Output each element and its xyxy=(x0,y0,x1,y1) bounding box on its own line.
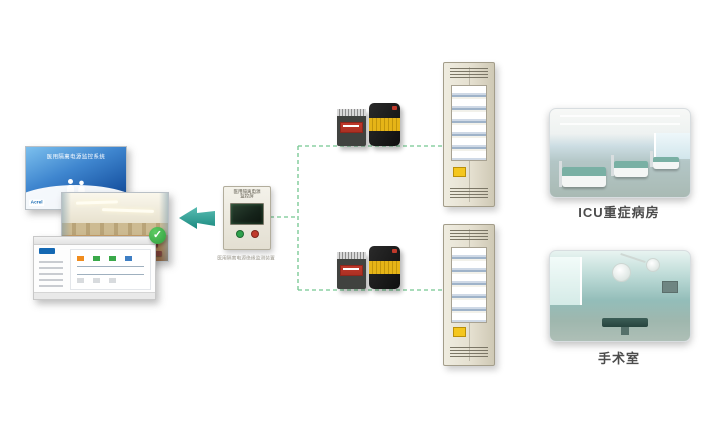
controller-panel: 医用隔离电源监控屏 xyxy=(223,186,271,250)
person-torso xyxy=(67,185,74,194)
controller-display xyxy=(230,203,264,225)
text-line xyxy=(39,279,63,281)
component-square xyxy=(93,256,100,261)
component-square xyxy=(109,278,116,283)
cabinet-component-window xyxy=(451,247,487,323)
component-square xyxy=(77,256,84,261)
cabinet-vent xyxy=(450,188,488,200)
component-square xyxy=(125,256,132,261)
component-square xyxy=(109,256,116,261)
component-square xyxy=(77,278,84,283)
power-cabinet xyxy=(443,224,495,366)
window-graphic xyxy=(550,257,582,305)
equipment-graphic xyxy=(662,281,678,293)
controller-buttons xyxy=(224,230,270,238)
text-line xyxy=(39,267,63,269)
controller-title: 医用隔离电源监控屏 xyxy=(233,190,261,199)
ceiling-lights-graphic xyxy=(560,115,680,131)
splash-title: 医用隔离电源监控系统 xyxy=(46,154,106,161)
light-fixture xyxy=(101,208,155,213)
controller-caption: 医用隔离电源绝缘监测装置 xyxy=(217,256,275,262)
isolation-transformer-device xyxy=(369,103,400,146)
power-cabinet xyxy=(443,62,495,207)
hospital-bed-graphic xyxy=(611,155,648,177)
text-line xyxy=(39,273,63,275)
light-fixture xyxy=(75,200,119,205)
hospital-bed-graphic xyxy=(559,161,606,187)
wire-line xyxy=(77,266,144,267)
icu-room-label: ICU重症病房 xyxy=(578,205,660,220)
person-head xyxy=(79,180,84,186)
person-figure xyxy=(67,179,74,194)
warning-icon xyxy=(453,167,466,177)
operating-table-graphic xyxy=(602,318,648,335)
component-square xyxy=(93,278,100,283)
person-torso xyxy=(78,186,85,195)
person-head xyxy=(68,179,73,184)
ceiling-graphic xyxy=(62,193,168,223)
warning-icon xyxy=(453,327,466,337)
arrow-left-icon xyxy=(179,207,215,229)
brand-logo: Acrel xyxy=(29,199,45,206)
window-statusbar xyxy=(34,292,155,299)
window-titlebar xyxy=(34,237,155,245)
cabinet-vent xyxy=(450,68,488,80)
monitor-software-screen xyxy=(33,236,156,300)
surgical-light-graphic xyxy=(612,263,631,282)
lamp-arm-graphic xyxy=(620,253,646,263)
green-button xyxy=(235,230,244,238)
schematic-panel xyxy=(70,249,151,290)
person-figure xyxy=(78,180,85,195)
text-line xyxy=(39,285,63,287)
isolation-transformer-device xyxy=(369,246,400,289)
operating-room-photo xyxy=(549,250,691,342)
cabinet-vent xyxy=(450,347,488,359)
window-graphic xyxy=(654,133,690,159)
transfer-switch-device xyxy=(337,252,366,289)
check-icon: ✓ xyxy=(149,227,166,244)
red-button xyxy=(250,230,259,238)
icu-room-photo xyxy=(549,108,691,198)
transfer-switch-device xyxy=(337,109,366,146)
wire-line xyxy=(77,274,144,275)
operating-room-label: 手术室 xyxy=(597,351,640,366)
cabinet-component-window xyxy=(451,85,487,161)
text-line xyxy=(39,261,63,263)
hospital-bed-graphic xyxy=(650,151,679,169)
cabinet-vent xyxy=(450,230,488,242)
app-logo xyxy=(39,248,55,254)
back-wall-graphic xyxy=(62,223,168,235)
surgical-light-graphic xyxy=(646,258,660,272)
